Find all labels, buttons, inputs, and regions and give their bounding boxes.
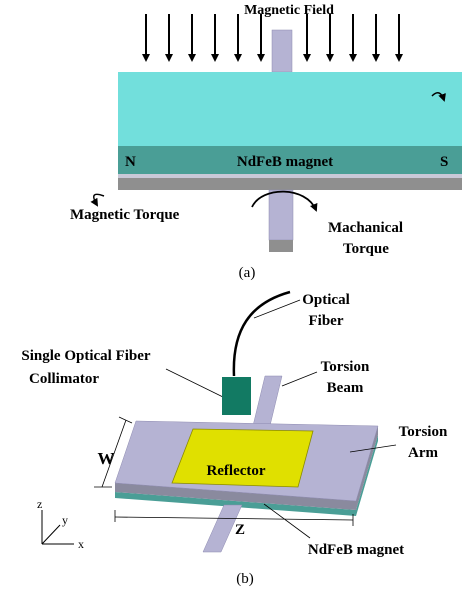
collimator-body [222,377,251,415]
pole-n-label: N [125,154,136,170]
ndfeb-magnet-label: NdFeB magnet [237,154,333,170]
dimension-w [94,416,133,488]
rotation-arrow-icon [431,92,446,102]
torsion-beam-leader [281,371,318,387]
torsion-arm-label-line1: Torsion [399,424,448,440]
torsion-shaft-top [271,29,293,73]
torsion-arm-label-line2: Arm [408,445,438,461]
torsion-shaft-bottom [268,189,294,241]
dimension-w-label: W [98,449,115,468]
mechanical-torque-label-line1: Machanical [328,220,403,236]
collimator-leader [165,368,224,398]
collimator-label-line2: Collimator [29,371,99,387]
magnetic-torque-label: Magnetic Torque [70,207,180,223]
reflector-plate [171,428,314,488]
ndfeb-magnet-label-b: NdFeB magnet [308,542,404,558]
dimension-z [114,510,354,526]
magnetic-field-label: Magnetic Field [244,3,334,18]
mechanical-torque-label-line2: Torque [343,241,389,257]
optical-fiber-label-line2: Fiber [309,313,344,329]
axis-y-label: y [62,513,68,527]
torsion-beam-lower [202,504,243,553]
magnet-thin-layer [118,174,462,178]
axis-z-label: z [37,497,42,511]
ndfeb-magnet-leader [263,503,311,539]
panel-a: Magnetic Field N NdFeB magnet S Magnetic… [70,3,462,281]
torsion-beam-label-line2: Beam [327,380,364,396]
magnetic-torque-arrow-icon [90,193,105,207]
dimension-z-label: Z [235,522,245,538]
ndfeb-magnet-band [118,146,462,174]
magnet-top-body [118,72,462,146]
magnetic-field-arrows [142,14,403,62]
optical-fiber-cable [232,290,291,377]
coordinate-axes [41,510,74,545]
optical-fiber-label-line1: Optical [302,292,350,308]
caption-b: (b) [236,571,254,587]
torsion-shaft-end [269,240,293,252]
reflector-label: Reflector [206,463,265,479]
panel-b: Optical Fiber Single Optical Fiber Colli… [21,290,448,587]
torsion-beam-label-line1: Torsion [321,359,370,375]
optical-fiber-leader [253,299,301,319]
torsion-arm-leader [349,444,397,453]
pole-s-label: S [440,154,448,170]
caption-a: (a) [239,265,256,281]
gray-base-plate [118,178,462,190]
axis-x-label: x [78,537,84,551]
torsion-arm-side [115,426,378,510]
mechanical-torque-arrow-icon [251,190,318,212]
collimator-label-line1: Single Optical Fiber [21,348,151,364]
